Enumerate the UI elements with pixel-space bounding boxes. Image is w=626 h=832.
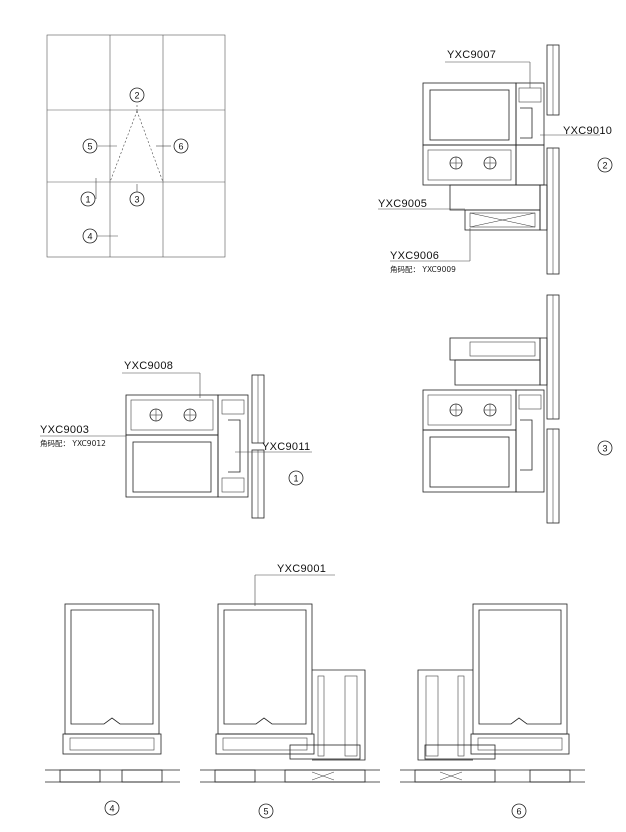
key-marker-6: 6 <box>178 142 183 152</box>
section-3-detail <box>422 294 560 524</box>
label-yxc9006: YXC9006 <box>390 250 439 262</box>
section-mark-1: 1 <box>293 474 298 484</box>
key-marker-5: 5 <box>87 142 92 152</box>
label-yxc9008: YXC9008 <box>124 360 173 372</box>
section-1-detail <box>40 372 312 519</box>
section-6-detail <box>400 603 585 783</box>
section-mark-6-circle <box>511 803 527 819</box>
section-mark-2: 2 <box>602 161 607 171</box>
label-yxc9003: YXC9003 <box>40 424 89 436</box>
label-yxc9010: YXC9010 <box>563 125 612 137</box>
section-mark-5: 5 <box>263 807 268 817</box>
section-mark-3-circle <box>597 440 613 456</box>
label-yxc9001: YXC9001 <box>277 563 326 575</box>
section-mark-1-circle <box>288 470 304 486</box>
section-mark-3: 3 <box>602 444 607 454</box>
section-5-detail <box>200 574 380 783</box>
key-marker-3: 3 <box>134 195 139 205</box>
label-yxc9011: YXC9011 <box>262 441 310 453</box>
section-mark-4: 4 <box>109 804 114 814</box>
section-mark-4-circle <box>104 800 120 816</box>
key-marker-4: 4 <box>87 232 92 242</box>
key-marker-1: 1 <box>85 195 90 205</box>
label-yxc9005: YXC9005 <box>378 198 427 210</box>
key-plan: 2 5 6 1 3 4 <box>46 34 226 258</box>
section-2-detail <box>378 44 600 275</box>
section-mark-2-circle <box>597 157 613 173</box>
section-mark-6: 6 <box>516 807 521 817</box>
label-yxc9003-sub: 角码配： YXC9012 <box>40 438 106 448</box>
section-mark-5-circle <box>258 803 274 819</box>
section-4-detail <box>45 603 180 783</box>
label-yxc9006-sub: 角码配： YXC9009 <box>390 264 456 274</box>
key-marker-2: 2 <box>134 91 139 101</box>
label-yxc9007: YXC9007 <box>447 49 496 61</box>
